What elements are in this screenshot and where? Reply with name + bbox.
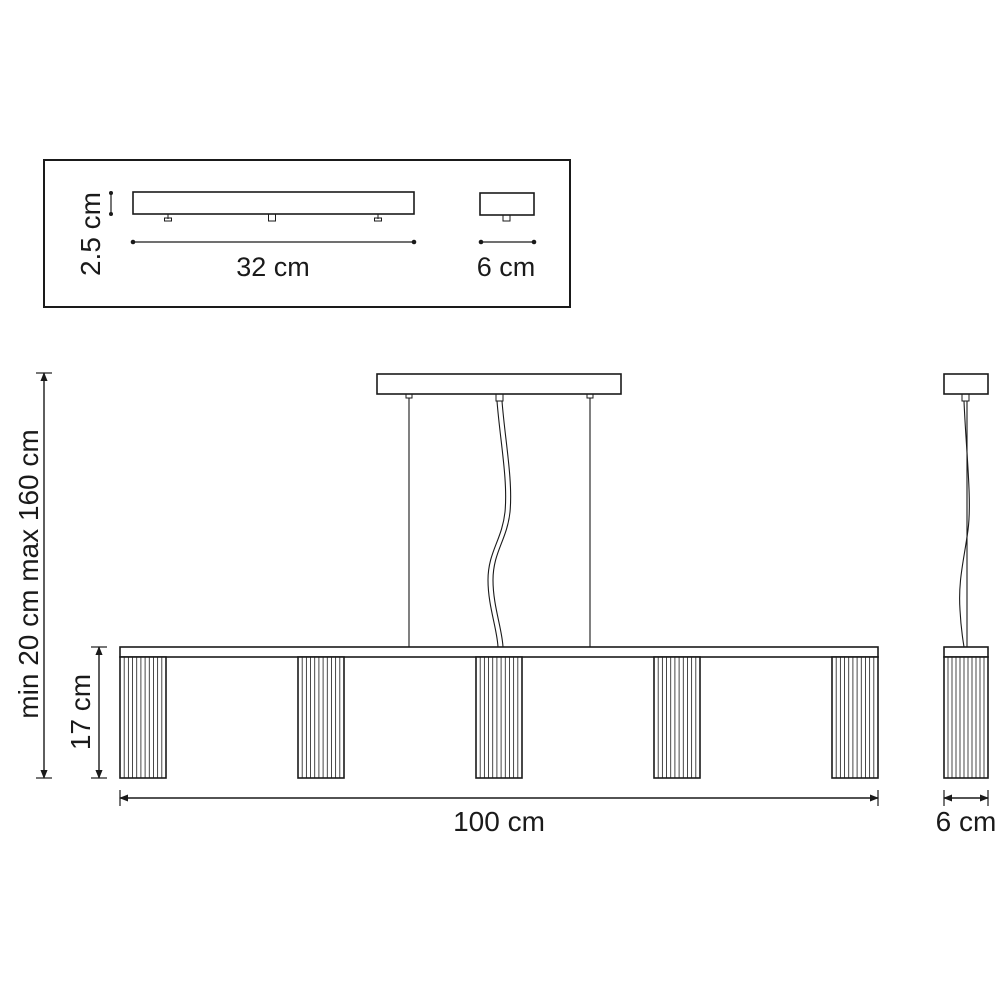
total-length-dimension	[119, 790, 879, 806]
side-bar	[943, 646, 989, 658]
canopy-length-dimension	[130, 239, 417, 245]
front-shades	[119, 656, 879, 779]
fixture-side-view: 6 cm	[936, 373, 997, 837]
shade-height-label: 17 cm	[65, 674, 96, 750]
shade-height-dimension	[91, 646, 107, 779]
canopy-length-label: 32 cm	[236, 252, 310, 282]
canopy-width-label: 6 cm	[477, 252, 536, 282]
shade-5	[831, 656, 879, 779]
side-canopy-fitting	[961, 393, 970, 402]
canopy-side-view	[479, 192, 535, 216]
side-shade-body	[943, 656, 989, 779]
front-canopy-fittings	[405, 393, 594, 402]
canopy-mount-points	[164, 213, 382, 222]
side-width-label: 6 cm	[936, 806, 997, 837]
front-ceiling-canopy	[376, 373, 622, 395]
canopy-detail-frame	[43, 159, 571, 308]
power-cable	[487, 400, 512, 648]
side-cable	[959, 400, 970, 648]
canopy-height-label: 2.5 cm	[75, 192, 106, 276]
fixture-front-view: min 20 cm max 160 cm 17 cm 100 cm	[13, 372, 879, 837]
canopy-detail: 2.5 cm 32 cm 6 cm	[43, 159, 571, 308]
side-width-dimension	[943, 790, 989, 806]
canopy-height-dimension	[109, 191, 113, 216]
shade-1	[119, 656, 167, 779]
shade-2	[297, 656, 345, 779]
side-shade	[943, 656, 989, 779]
suspension-height-label: min 20 cm max 160 cm	[13, 429, 44, 718]
canopy-front-view	[132, 191, 415, 215]
total-length-label: 100 cm	[453, 806, 545, 837]
shade-4	[653, 656, 701, 779]
fixture-bar	[119, 646, 879, 658]
shade-3	[475, 656, 523, 779]
canopy-side-mount	[502, 214, 511, 222]
suspension-height-dimension	[36, 372, 52, 779]
side-ceiling-canopy	[943, 373, 989, 395]
canopy-width-dimension	[478, 239, 537, 245]
